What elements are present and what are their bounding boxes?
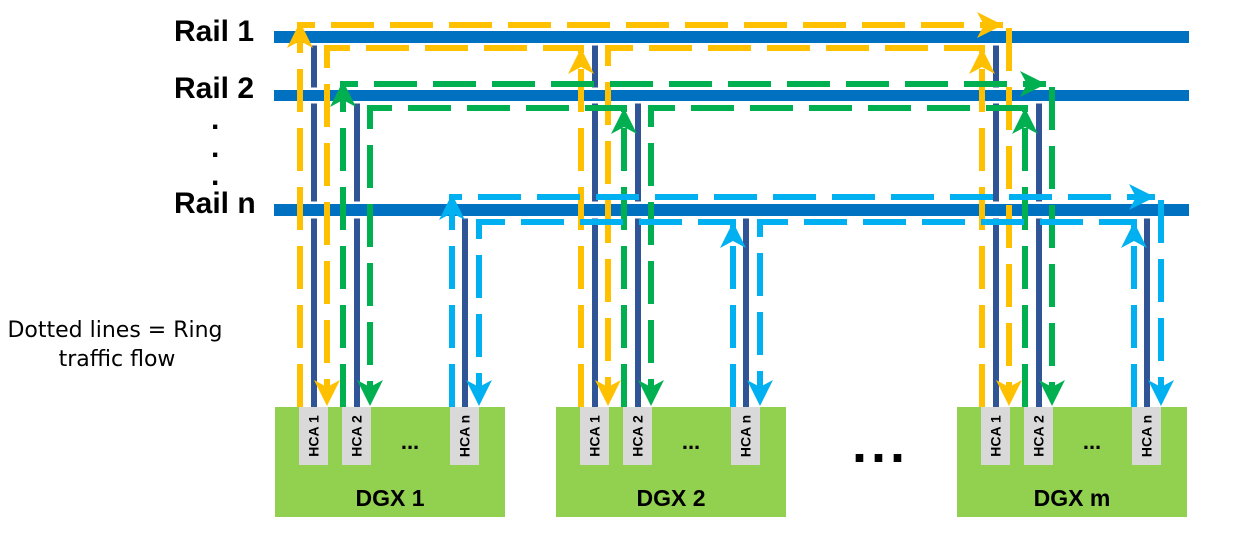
arrow-up-icon [439,194,465,220]
ring-flow-segment [367,105,627,407]
hca-ellipsis: ... [1083,429,1101,454]
arrow-up-icon [330,81,356,107]
dgx-node: HCA 1 HCA 2 HCA n... DGX 2 [556,407,786,517]
hca-box [981,407,1010,465]
ring-flow-rail-3 [439,184,1174,407]
arrow-down-icon [314,380,340,406]
arrow-down-icon [747,380,773,406]
rail-label-n: Rail n [174,187,256,220]
hca-label: HCA n [738,415,754,457]
dgx-label: DGX 2 [636,485,705,511]
hca-label: HCA 2 [630,415,646,457]
rail-gap-mark: . [211,131,219,164]
dgx-label: DGX 1 [355,485,424,511]
arrow-up-icon [720,222,746,248]
labels: Rail 1 Rail 2 . . . Rail n Dotted lines … [7,15,909,474]
legend-line-1: Dotted lines = Ring [7,318,222,343]
hca-box [731,407,760,465]
arrow-up-icon [568,48,594,74]
ring-flow-rail-2 [330,71,1065,407]
ring-flow-segment [340,81,1046,407]
hca-ellipsis: ... [682,429,700,454]
rail-bar-3 [274,204,1189,216]
arrow-down-icon [1148,380,1174,406]
arrow-right-icon [977,12,1003,38]
dgx-node: HCA 1 HCA 2 HCA n... DGX 1 [275,407,505,517]
hca-ellipsis: ... [401,429,419,454]
hca-box [1024,407,1053,465]
dgx-nodes: HCA 1 HCA 2 HCA n... DGX 1 HCA 1 HCA 2 HCA n..… [275,407,1187,517]
rail-bar-1 [274,31,1189,43]
arrow-down-icon [638,380,664,406]
hca-label: HCA 2 [1031,415,1047,457]
hca-box [342,407,371,465]
hca-label: HCA 1 [306,415,322,457]
hca-box [1132,407,1161,465]
rail-gap-mark: . [211,103,219,136]
arrow-up-icon [1012,108,1038,134]
rail-bar-2 [274,90,1189,101]
arrow-up-icon [969,48,995,74]
arrow-up-icon [287,22,313,48]
arrow-right-icon [1129,184,1155,210]
arrow-right-icon [1020,71,1046,97]
arrow-down-icon [996,380,1022,406]
arrow-up-icon [1121,222,1147,248]
rails [274,28,1189,219]
arrow-down-icon [1039,380,1065,406]
nodes-ellipsis: ... [852,414,909,474]
hca-label: HCA n [1139,415,1155,457]
dgx-label: DGX m [1034,485,1111,511]
ring-flow-segment [324,45,584,407]
dgx-node: HCA 1 HCA 2 HCA n... DGX m [957,407,1187,517]
hca-label: HCA 1 [988,415,1004,457]
hca-box [450,407,479,465]
ring-traffic-flows [287,12,1174,407]
rail-label-2: Rail 2 [174,72,254,105]
arrow-down-icon [595,380,621,406]
ring-flow-segment [757,219,1137,407]
arrow-down-icon [466,380,492,406]
legend-line-2: traffic flow [59,347,176,372]
ring-flow-segment [648,105,1028,407]
hca-box [580,407,609,465]
hca-box [299,407,328,465]
rail-gap-mark: . [211,159,219,192]
ring-flow-segment [476,219,736,407]
hca-label: HCA 2 [349,415,365,457]
hca-label: HCA 1 [587,415,603,457]
arrow-down-icon [357,380,383,406]
arrow-up-icon [611,108,637,134]
hca-label: HCA n [457,415,473,457]
rail-label-1: Rail 1 [174,15,254,48]
hca-box [623,407,652,465]
